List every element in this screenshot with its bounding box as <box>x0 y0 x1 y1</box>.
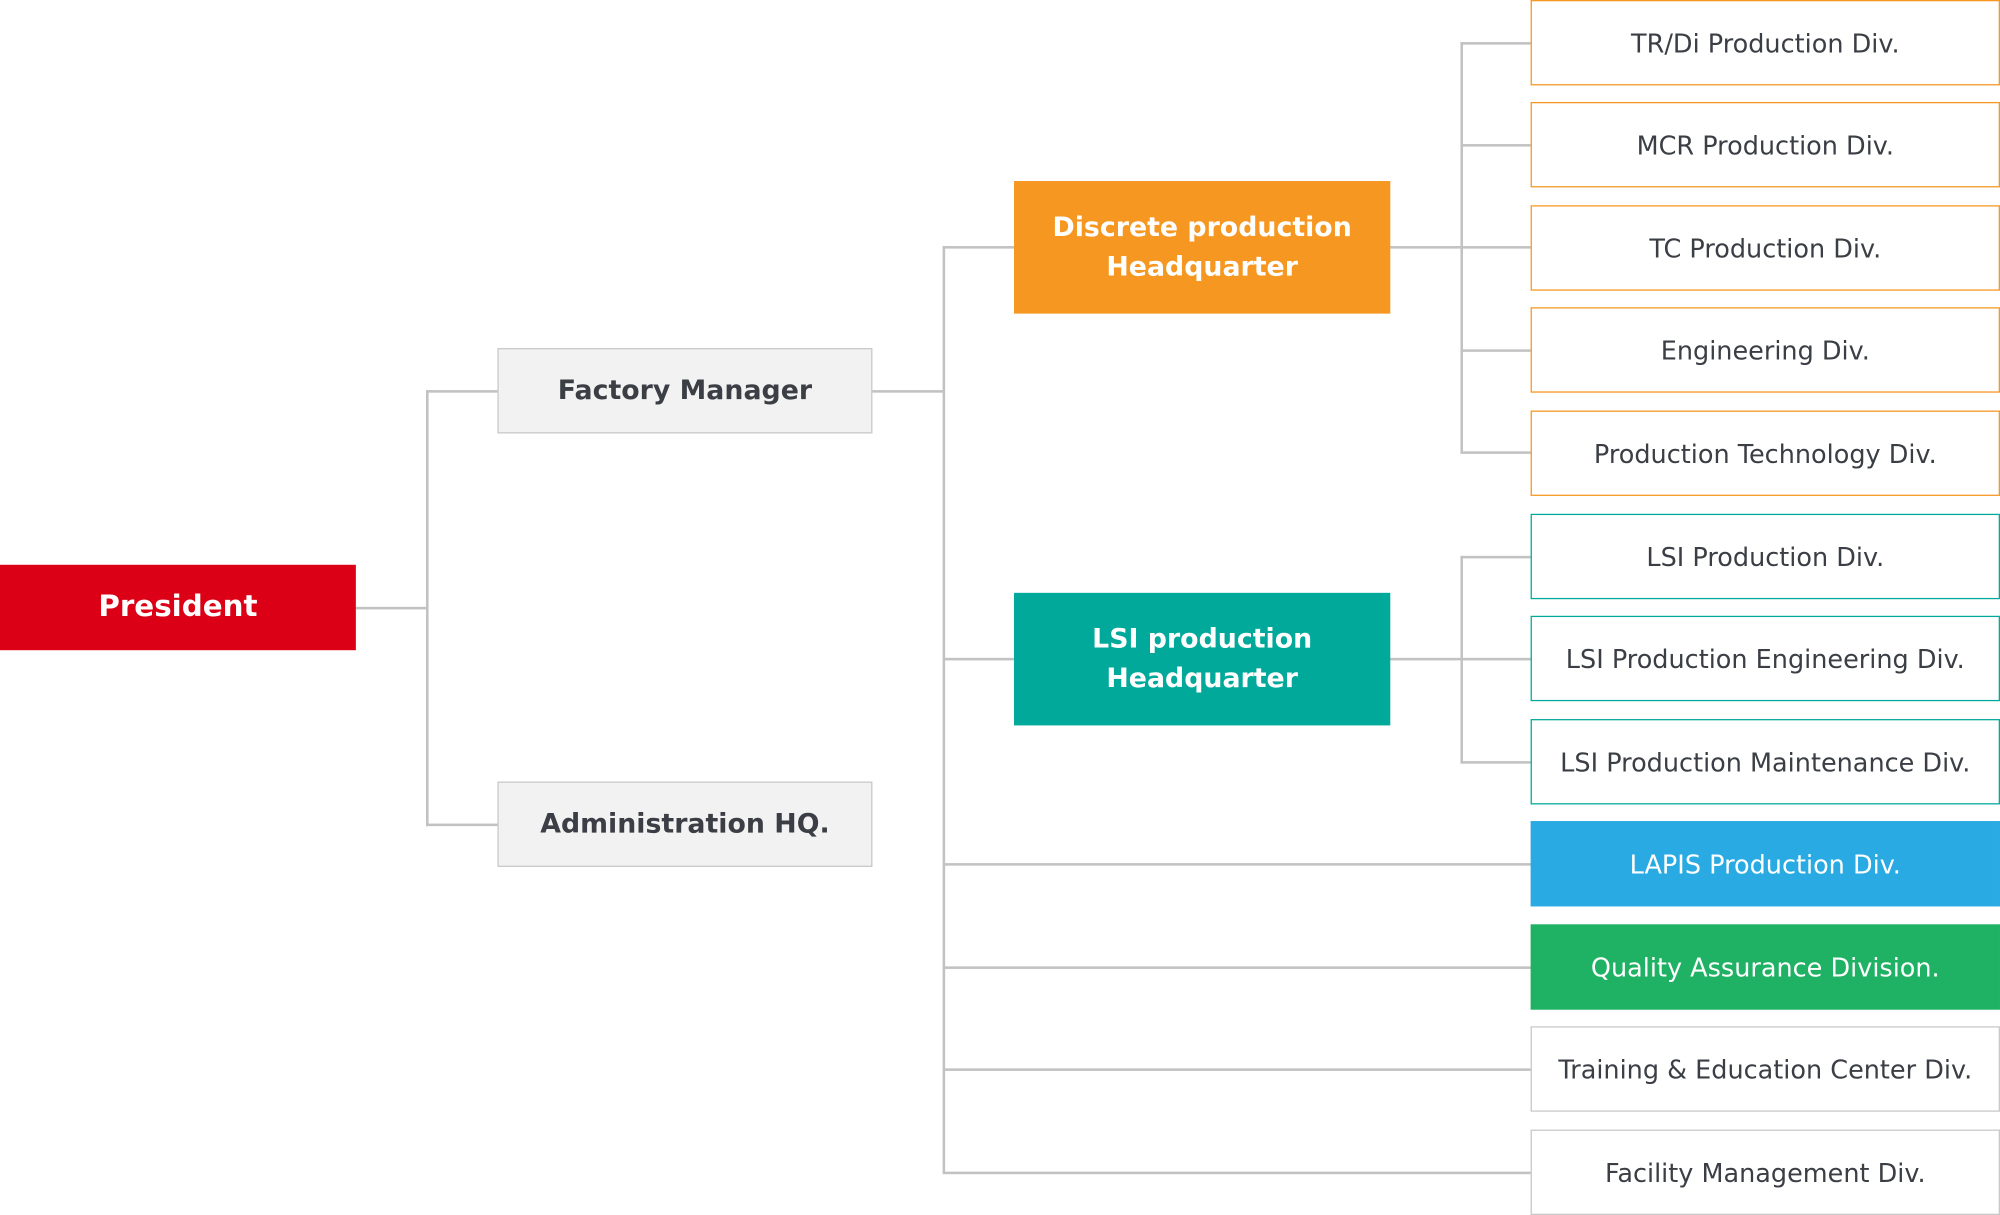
lsi-hq-line-2: Headquarter <box>1106 662 1298 694</box>
lsi-production-maintenance-div-label: LSI Production Maintenance Div. <box>1560 746 1971 778</box>
lapis-production-div-box: LAPIS Production Div. <box>1530 821 2000 907</box>
connector-to-lsi-production <box>1460 555 1532 558</box>
lsi-production-div-label: LSI Production Div. <box>1646 541 1885 572</box>
connector-president-trunk <box>426 390 428 827</box>
connector-to-mcr <box>1460 144 1532 146</box>
connector-to-lsi-maintenance <box>1460 761 1532 764</box>
mcr-production-div-box: MCR Production Div. <box>1530 101 2000 188</box>
quality-assurance-division-box: Quality Assurance Division. <box>1530 924 2000 1010</box>
discrete-production-hq-box: Discrete production Headquarter <box>1014 181 1391 314</box>
connector-to-quality <box>942 966 1532 969</box>
connector-to-discrete-hq <box>942 246 1016 248</box>
connector-to-engineering <box>1460 349 1532 352</box>
connector-to-lapis <box>942 863 1532 866</box>
lsi-production-engineering-div-box: LSI Production Engineering Div. <box>1530 615 2000 702</box>
connector-discrete-trunk <box>1460 42 1463 453</box>
tc-production-div-label: TC Production Div. <box>1649 232 1882 264</box>
mcr-production-div-label: MCR Production Div. <box>1636 129 1895 160</box>
lsi-production-hq-box: LSI production Headquarter <box>1014 592 1391 726</box>
lapis-production-div-label: LAPIS Production Div. <box>1629 848 1901 880</box>
connector-to-lsi-hq <box>942 657 1016 660</box>
connector-to-trdi <box>1460 42 1532 44</box>
lsi-hq-line-1: LSI production <box>1092 622 1313 654</box>
connector-factory-manager <box>872 390 944 393</box>
production-technology-div-box: Production Technology Div. <box>1530 410 2000 496</box>
lsi-production-div-box: LSI Production Div. <box>1530 513 2000 600</box>
tc-production-div-box: TC Production Div. <box>1530 205 2000 291</box>
connector-to-production-technology <box>1460 451 1532 454</box>
connector-to-administration <box>426 823 499 826</box>
connector-to-training <box>942 1068 1532 1071</box>
factory-manager-box: Factory Manager <box>497 348 873 434</box>
facility-management-div-box: Facility Management Div. <box>1530 1129 2000 1215</box>
engineering-div-box: Engineering Div. <box>1530 307 2000 393</box>
administration-hq-label: Administration HQ. <box>540 807 830 839</box>
administration-hq-box: Administration HQ. <box>497 781 873 867</box>
training-education-center-div-box: Training & Education Center Div. <box>1530 1026 2000 1112</box>
connector-lsi-trunk <box>1460 555 1463 763</box>
connector-to-factory-manager <box>426 390 499 393</box>
lsi-production-maintenance-div-box: LSI Production Maintenance Div. <box>1530 719 2000 805</box>
factory-manager-label: Factory Manager <box>557 374 813 406</box>
facility-management-div-label: Facility Management Div. <box>1604 1156 1926 1188</box>
discrete-production-hq-label: Discrete production Headquarter <box>1053 207 1352 287</box>
engineering-div-label: Engineering Div. <box>1660 334 1870 366</box>
president-box: President <box>0 564 356 651</box>
connector-to-facility <box>942 1171 1532 1174</box>
connector-president <box>355 606 428 609</box>
lsi-production-engineering-div-label: LSI Production Engineering Div. <box>1565 643 1965 674</box>
president-label: President <box>98 590 258 624</box>
trdi-production-div-label: TR/Di Production Div. <box>1631 27 1900 59</box>
trdi-production-div-box: TR/Di Production Div. <box>1530 0 2000 86</box>
quality-assurance-division-label: Quality Assurance Division. <box>1590 951 1940 983</box>
connector-factory-trunk <box>942 246 945 1173</box>
discrete-hq-line-1: Discrete production <box>1052 210 1352 242</box>
discrete-hq-line-2: Headquarter <box>1106 251 1298 282</box>
lsi-production-hq-label: LSI production Headquarter <box>1092 619 1312 699</box>
training-education-center-div-label: Training & Education Center Div. <box>1558 1053 1973 1085</box>
production-technology-div-label: Production Technology Div. <box>1593 437 1937 469</box>
